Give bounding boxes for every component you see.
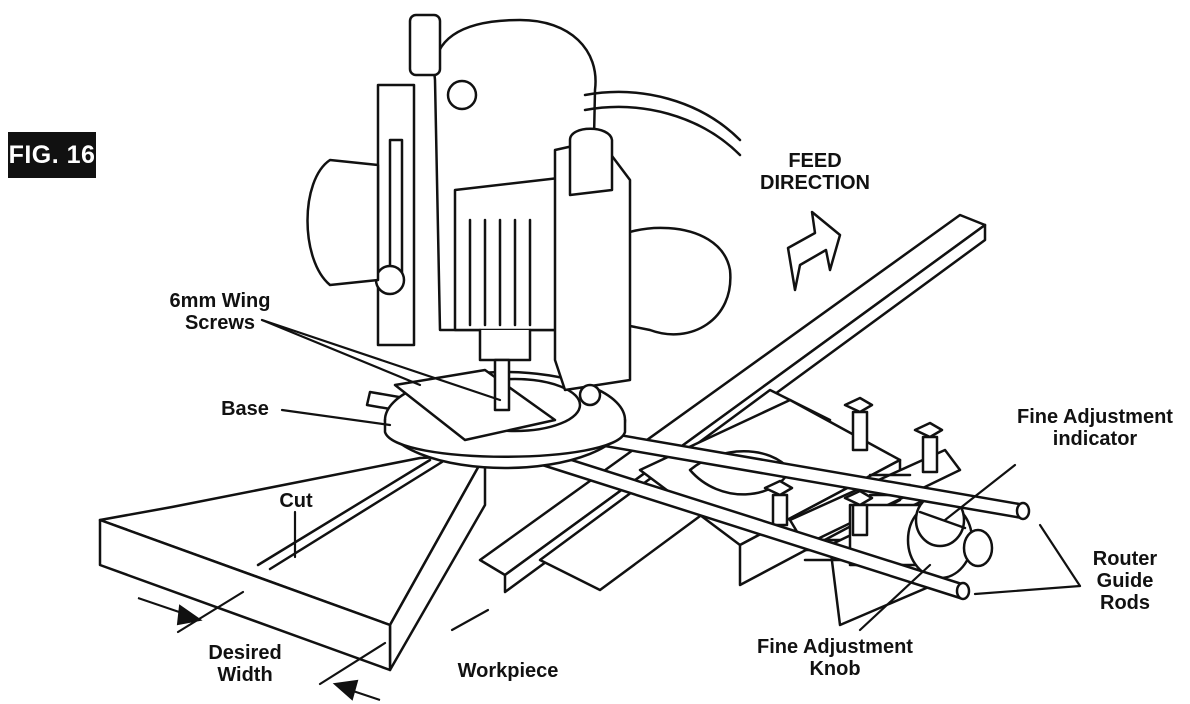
wing-knob — [913, 421, 944, 474]
wing-knob — [843, 396, 874, 452]
workpiece-board — [98, 453, 487, 672]
router-motor — [306, 13, 742, 412]
wing-knob — [843, 489, 874, 537]
base-label: Base — [221, 398, 269, 420]
wing-knob — [763, 479, 794, 527]
cut-label: Cut — [279, 490, 313, 512]
leader-lines — [176, 318, 1082, 686]
desired-width-label: Desired Width — [208, 642, 282, 686]
dimension-arrows — [137, 597, 381, 701]
fine-adjustment-knob-label: Fine Adjustment Knob — [757, 636, 913, 680]
wing-screws-label: 6mm Wing Screws — [169, 290, 271, 334]
fine-adjustment-indicator-label: Fine Adjustment indicator — [1017, 406, 1173, 450]
feed-direction-arrow — [786, 210, 842, 292]
feed-direction-label: FEED DIRECTION — [760, 150, 870, 194]
workpiece-label: Workpiece — [457, 660, 559, 682]
router-base — [383, 368, 627, 470]
router-guide-rods-label: Router Guide Rods — [1092, 548, 1158, 614]
figure-number-badge: FIG. 16 — [8, 132, 96, 178]
